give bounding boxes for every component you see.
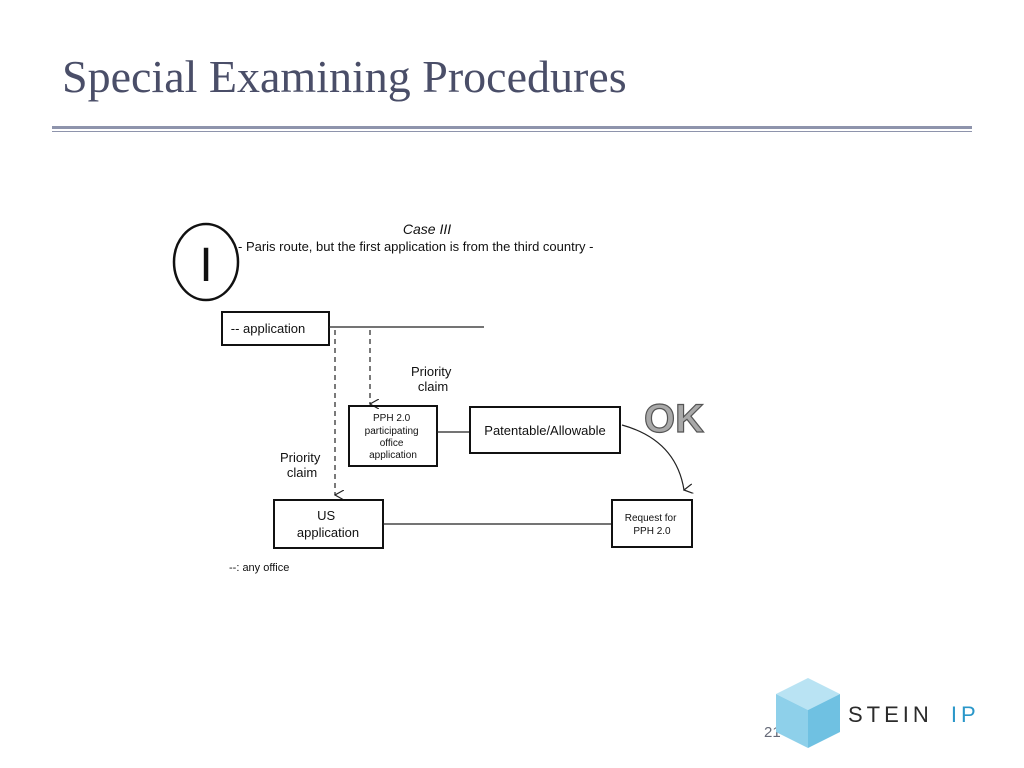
stein-ip-logo: STEIN IP [776,678,980,748]
logo-text-main: STEIN [848,702,933,727]
cube-icon [776,678,840,748]
first-application-box [221,311,330,346]
request-pph-line2: PPH 2.0 [633,526,671,537]
case-subtitle: - Paris route, but the first application… [238,239,593,254]
title-divider-thin [52,131,972,132]
us-application-line2: application [297,525,359,540]
priority-claim-lower: Priority claim [280,450,324,480]
slide-title: Special Examining Procedures [62,51,627,102]
pph-office-line3: office [380,438,404,449]
us-application-line1: US [317,508,335,523]
request-pph-line1: Request for [625,513,677,524]
patentable-box [469,406,621,454]
priority-claim-lower-line2: claim [287,465,317,480]
priority-claim-upper-line2: claim [418,379,448,394]
request-pph-label: Request for PPH 2.0 [625,513,679,537]
patentable-label: Patentable/Allowable [484,423,605,438]
pph-office-application-label: PPH 2.0 participating office application [365,413,422,461]
priority-claim-upper: Priority claim [411,364,455,394]
pph-office-line4: application [369,450,417,461]
us-application-label: US application [297,508,359,540]
ok-label: OK [644,397,704,441]
case-title: Case III [403,221,451,237]
roman-numeral-circle [172,222,240,302]
first-application-label: -- application [231,321,305,336]
request-pph-box [611,499,693,548]
pph-office-application-box [348,405,438,467]
pph-office-line1: PPH 2.0 [373,413,411,424]
ok-to-request-arrow [621,424,684,490]
roman-numeral: I [199,239,212,292]
title-divider [52,126,972,129]
diagram-legend: --: any office [229,562,289,574]
logo-text-accent: IP [951,702,980,727]
logo-text: STEIN IP [848,702,980,727]
priority-claim-lower-line1: Priority [280,450,321,465]
priority-claim-upper-line1: Priority [411,364,452,379]
pph-office-line2: participating [365,426,419,437]
